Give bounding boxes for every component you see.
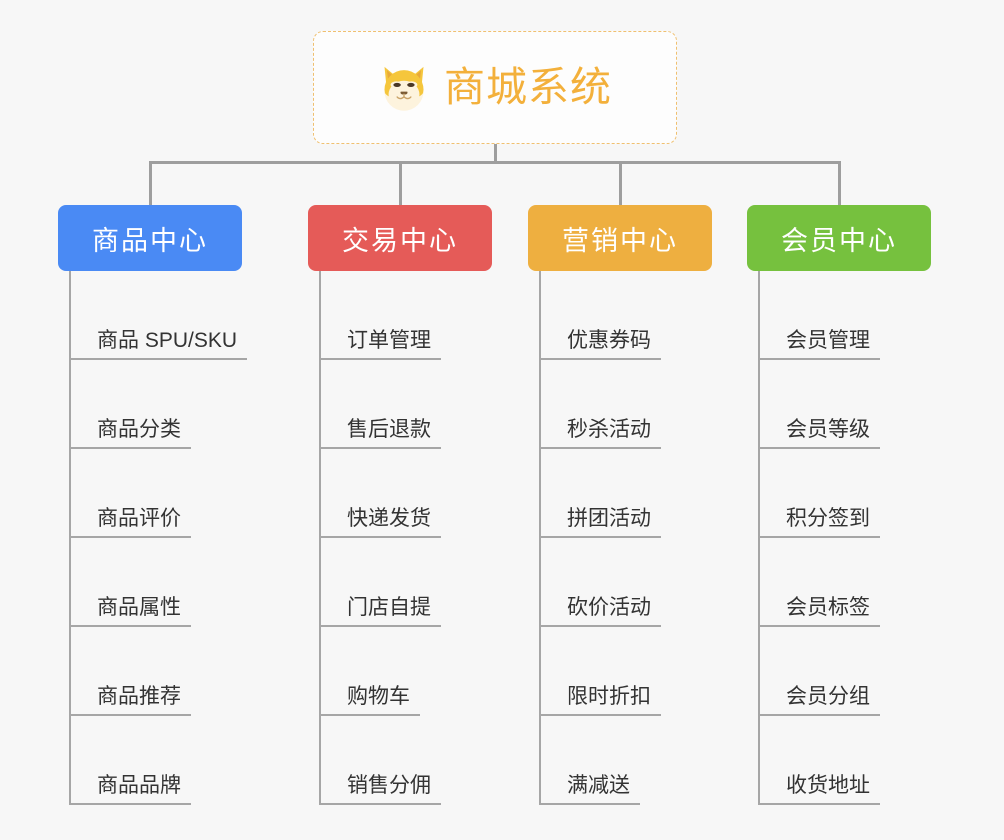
list-item[interactable]: 销售分佣 [321,716,492,805]
root-node[interactable]: 商城系统 [313,31,677,144]
list-item[interactable]: 商品评价 [71,449,242,538]
list-item[interactable]: 会员等级 [760,360,931,449]
list-item-label: 订单管理 [321,329,441,360]
category-items-3: 优惠券码 秒杀活动 拼团活动 砍价活动 限时折扣 满减送 [539,271,712,805]
list-item-label: 商品 SPU/SKU [71,329,248,360]
list-item-label: 会员等级 [760,418,880,449]
list-item[interactable]: 满减送 [541,716,712,805]
list-item[interactable]: 秒杀活动 [541,360,712,449]
list-item[interactable]: 购物车 [321,627,492,716]
list-item-label: 商品分类 [71,418,191,449]
category-column-1: 商品中心 商品 SPU/SKU 商品分类 商品评价 商品属性 商品推荐 商品品牌 [58,205,248,805]
list-item-label: 门店自提 [321,596,441,627]
list-item[interactable]: 积分签到 [760,449,931,538]
category-column-2: 交易中心 订单管理 售后退款 快递发货 门店自提 购物车 销售分佣 [308,205,492,805]
connector-drop-2 [399,161,402,205]
connector-drop-3 [619,161,622,205]
list-item[interactable]: 订单管理 [321,271,492,360]
list-item-label: 会员分组 [760,685,880,716]
list-item[interactable]: 售后退款 [321,360,492,449]
list-item[interactable]: 商品属性 [71,538,242,627]
list-item[interactable]: 商品推荐 [71,627,242,716]
list-item[interactable]: 会员分组 [760,627,931,716]
list-item-label: 秒杀活动 [541,418,661,449]
list-item-label: 商品推荐 [71,685,191,716]
shiba-dog-icon [384,66,424,111]
category-items-1: 商品 SPU/SKU 商品分类 商品评价 商品属性 商品推荐 商品品牌 [69,271,248,805]
list-item-label: 拼团活动 [541,507,661,538]
connector-trunk [494,144,497,163]
category-header-1[interactable]: 商品中心 [58,205,242,271]
list-item-label: 会员管理 [760,329,880,360]
category-header-4[interactable]: 会员中心 [747,205,931,271]
list-item[interactable]: 商品分类 [71,360,242,449]
connector-drop-1 [149,161,152,205]
list-item[interactable]: 优惠券码 [541,271,712,360]
category-items-2: 订单管理 售后退款 快递发货 门店自提 购物车 销售分佣 [319,271,492,805]
list-item-label: 会员标签 [760,596,880,627]
list-item[interactable]: 门店自提 [321,538,492,627]
list-item-label: 收货地址 [760,774,880,805]
list-item-label: 商品品牌 [71,774,191,805]
list-item-label: 购物车 [321,685,420,716]
list-item-label: 满减送 [541,774,640,805]
list-item-label: 商品属性 [71,596,191,627]
category-header-3[interactable]: 营销中心 [528,205,712,271]
root-node-content: 商城系统 [378,62,612,114]
list-item[interactable]: 限时折扣 [541,627,712,716]
root-node-title: 商城系统 [444,64,612,110]
list-item-label: 商品评价 [71,507,191,538]
list-item-label: 优惠券码 [541,329,661,360]
list-item-label: 快递发货 [321,507,441,538]
list-item-label: 售后退款 [321,418,441,449]
list-item[interactable]: 砍价活动 [541,538,712,627]
category-items-4: 会员管理 会员等级 积分签到 会员标签 会员分组 收货地址 [758,271,931,805]
category-column-3: 营销中心 优惠券码 秒杀活动 拼团活动 砍价活动 限时折扣 满减送 [528,205,712,805]
category-column-4: 会员中心 会员管理 会员等级 积分签到 会员标签 会员分组 收货地址 [747,205,931,805]
list-item[interactable]: 会员标签 [760,538,931,627]
list-item[interactable]: 拼团活动 [541,449,712,538]
list-item-label: 销售分佣 [321,774,441,805]
list-item[interactable]: 收货地址 [760,716,931,805]
connector-drop-4 [838,161,841,205]
list-item[interactable]: 会员管理 [760,271,931,360]
list-item[interactable]: 商品品牌 [71,716,242,805]
list-item-label: 限时折扣 [541,685,661,716]
category-header-2[interactable]: 交易中心 [308,205,492,271]
list-item-label: 砍价活动 [541,596,661,627]
list-item-label: 积分签到 [760,507,880,538]
list-item[interactable]: 快递发货 [321,449,492,538]
connector-bus [149,161,840,164]
list-item[interactable]: 商品 SPU/SKU [71,271,248,360]
